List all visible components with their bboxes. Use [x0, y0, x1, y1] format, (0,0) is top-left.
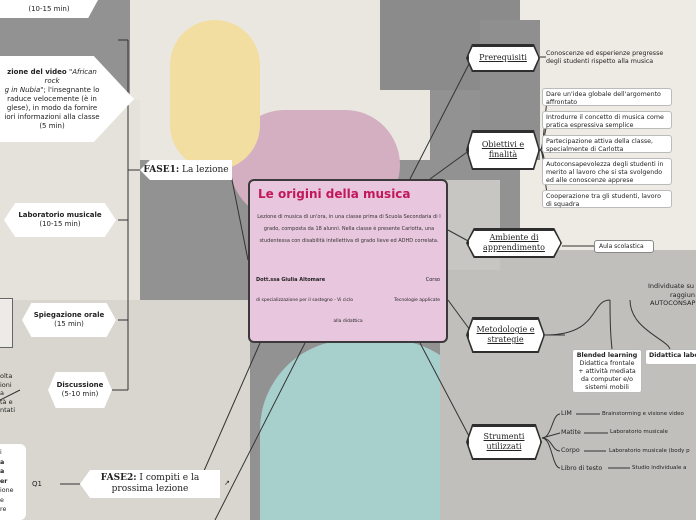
fase2-bold: FASE2:: [100, 473, 137, 483]
obiettivo-item-5[interactable]: Cooperazione tra gli studenti, lavoro di…: [542, 190, 672, 208]
metodologie-node[interactable]: Metodologie e strategie: [467, 318, 544, 352]
video-step-text: zione del video "African rock g in Nubia…: [0, 68, 134, 131]
fase2-side-4: er: [0, 477, 8, 485]
strumento-matite-desc: Laboratorio musicale: [610, 429, 668, 435]
disc-side-2: ioni: [0, 380, 12, 389]
fase2-side-text: i a a er ione e re: [0, 448, 13, 515]
fase2-side-1: i: [0, 449, 2, 456]
metodologie-top-line1: Individuate su: [648, 282, 694, 290]
fase1-text: La lezione: [182, 164, 229, 175]
prerequisiti-node[interactable]: Prerequisiti: [467, 45, 539, 71]
strumento-libro-desc: Studio individuale a: [632, 465, 687, 471]
central-title: Le origini della musica: [258, 187, 411, 201]
top-step-card[interactable]: (10-15 min): [0, 0, 98, 18]
blended-desc: Didattica frontale + attività mediata da…: [578, 360, 636, 391]
q1-label[interactable]: Q1: [32, 480, 42, 488]
spiegazione-step-text: Spiegazione orale(15 min): [34, 311, 105, 329]
specialization-label: di specializzazione per il sostegno - Vi…: [256, 298, 354, 303]
fase1-bold: FASE1:: [143, 164, 180, 175]
strumento-lim-desc: Brainstorming e visione video: [602, 411, 684, 417]
fase1-node[interactable]: FASE1: La lezione: [140, 160, 232, 180]
blended-title: Blended learning: [576, 352, 638, 359]
video-line-6: iori informazioni alla classe: [4, 112, 100, 121]
discussione-title: Discussione: [56, 381, 104, 389]
discussione-side-note: olta ioni a tà e ntati: [0, 372, 15, 415]
fase2-text: I compiti e la prossima lezione: [111, 473, 200, 494]
video-line-5: glese), in modo da fornire: [6, 103, 98, 112]
video-time: (5 min): [39, 121, 65, 130]
metodologie-top-line2: raggiun: [670, 291, 695, 299]
disc-side-4: tà e: [0, 397, 13, 406]
strumento-corpo[interactable]: Corpo: [561, 447, 580, 454]
disc-side-3: a: [0, 389, 4, 397]
desc-line-3: studentessa con disabilità intellettiva …: [259, 238, 439, 244]
desc-line-1: Lezione di musica di un'ora, in una clas…: [257, 214, 441, 220]
prerequisiti-note: Conoscenze ed esperienze pregresse degli…: [546, 50, 664, 65]
external-link-icon[interactable]: ↗: [224, 479, 230, 487]
central-description: Lezione di musica di un'ora, in una clas…: [256, 211, 442, 247]
disc-side-5: ntati: [0, 406, 16, 414]
fase2-side-2: a: [0, 458, 5, 466]
course-label: Corso: [425, 277, 440, 283]
laboratorio-title: Laboratorio musicale: [18, 211, 102, 219]
metodologie-top-line3: AUTOCONSAP: [650, 299, 696, 307]
obiettivo-item-1[interactable]: Dare un'idea globale dell'argomento affr…: [542, 88, 672, 106]
strumento-libro[interactable]: Libro di testo: [561, 465, 603, 472]
spiegazione-step-card[interactable]: Spiegazione orale(15 min): [22, 303, 116, 337]
spiegazione-side-box: [0, 298, 13, 348]
video-line-4: raduce velocemente (è in: [7, 94, 97, 103]
disc-side-1: olta: [0, 372, 13, 380]
fase2-side-5: ione: [0, 487, 14, 494]
author-name: Dott.ssa Giulia Altomare: [256, 277, 326, 283]
obiettivo-item-4[interactable]: Autoconsapevolezza degli studenti in mer…: [542, 158, 672, 185]
discussione-time: (5-10 min): [61, 390, 99, 398]
strumento-corpo-desc: Laboratorio musicale (body p: [609, 448, 690, 454]
fase2-node[interactable]: FASE2: I compiti e la prossima lezione: [80, 470, 220, 498]
spiegazione-time: (15 min): [54, 320, 84, 328]
laboratorio-step-card[interactable]: Laboratorio musicale(10-15 min): [4, 203, 116, 237]
strumento-lim[interactable]: LIM: [561, 410, 572, 417]
fase2-side-7: re: [0, 506, 7, 513]
discussione-step-text: Discussione(5-10 min): [57, 381, 104, 399]
obiettivi-node[interactable]: Obiettivi e finalità: [467, 131, 539, 169]
video-label: zione del video: [7, 67, 67, 76]
strumenti-node[interactable]: Strumenti utilizzati: [467, 425, 541, 459]
desc-line-2: grado, composta da 18 alunni. Nella clas…: [263, 226, 435, 232]
obiettivo-item-2[interactable]: Introdurre il concetto di musica come pr…: [542, 111, 672, 129]
discussione-step-card[interactable]: Discussione(5-10 min): [48, 372, 112, 408]
video-title-part2: g in Nubia": [4, 85, 44, 94]
didactics-label: alla didattica: [333, 319, 363, 324]
spiegazione-title: Spiegazione orale: [33, 311, 105, 319]
video-line-3: ; l'insegnante lo: [43, 85, 100, 94]
didattica-lab-card[interactable]: Didattica labo: [645, 349, 696, 365]
top-step-time: (10-15 min): [28, 4, 70, 13]
video-title-part1: "African rock: [44, 67, 97, 85]
technology-label: Tecnologie applicate: [394, 298, 440, 303]
blended-learning-card[interactable]: Blended learning Didattica frontale + at…: [572, 349, 642, 393]
laboratorio-step-text: Laboratorio musicale(10-15 min): [18, 211, 101, 229]
fase2-side-3: a: [0, 468, 5, 475]
ambiente-note[interactable]: Aula scolastica: [594, 240, 654, 253]
laboratorio-time: (10-15 min): [39, 220, 81, 228]
ambiente-node[interactable]: Ambiente di apprendimento: [467, 229, 561, 257]
central-topic-card[interactable]: Le origini della musica Lezione di music…: [248, 179, 448, 343]
obiettivo-item-3[interactable]: Partecipazione attiva della classe, spec…: [542, 135, 672, 153]
fase2-side-6: e: [0, 496, 4, 504]
fase2-side-card[interactable]: i a a er ione e re: [0, 444, 26, 520]
strumento-matite[interactable]: Matite: [561, 429, 581, 436]
